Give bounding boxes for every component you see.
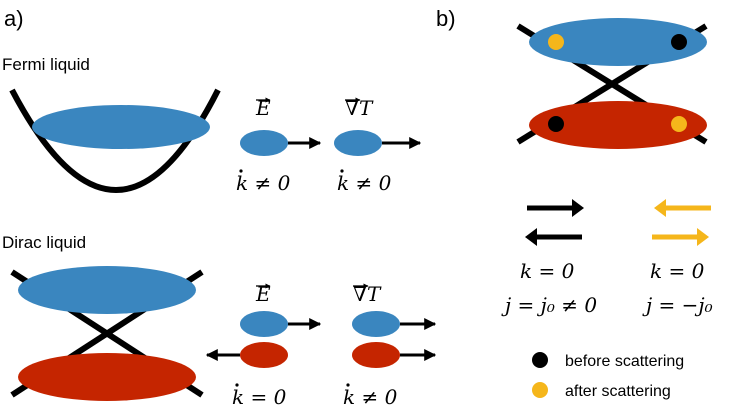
fermi-liquid-title: Fermi liquid [2,55,90,74]
time-derivative-dot [239,169,243,173]
panel-b-label: b) [436,6,456,31]
dirac-gradient-electron-pocket [352,311,400,337]
dirac-gradient-column: ∇T k ≠ 0 [343,282,437,409]
panel-a-label: a) [4,6,24,31]
time-derivative-dot [235,383,239,387]
legend-before-label: before scattering [565,353,684,370]
before-momentum-label: k = 0 [520,259,575,283]
left-pointing-arrow-head [525,228,537,246]
fermi-electron-band [32,105,210,149]
electron-after-scattering-dot [548,34,564,50]
after-momentum-label: k = 0 [650,259,705,283]
legend-after-dot [532,382,548,398]
right-pointing-arrow-head [697,228,709,246]
dirac-gradient-hole-pocket [352,342,400,368]
legend-after-label: after scattering [565,383,671,400]
before-scattering-group: k = 0 j = j₀ ≠ 0 [501,199,597,317]
fermi-gradient-electron-pocket [334,130,382,156]
dirac-e-field-column: E k = 0 [205,282,322,409]
time-derivative-dot [340,169,344,173]
fermi-gradient-condition: k ≠ 0 [337,171,392,195]
legend-before-dot [532,352,548,368]
after-current-label: j = −j₀ [642,293,713,317]
dirac-liquid-title: Dirac liquid [2,233,86,252]
dirac-e-condition: k = 0 [232,385,287,409]
hole-after-scattering-dot [671,116,687,132]
fermi-gradient-column: ∇T k ≠ 0 [334,96,422,195]
dirac-gradient-condition: k ≠ 0 [343,385,398,409]
dirac-hole-band [18,353,196,401]
dirac-electron-band [18,266,196,314]
fermi-e-field-column: E k ≠ 0 [236,96,322,195]
after-scattering-group: k = 0 j = −j₀ [642,199,713,317]
dirac-e-hole-pocket [240,342,288,368]
scattering-hole-band [529,101,707,149]
hole-before-scattering-dot [548,116,564,132]
fermi-e-electron-pocket [240,130,288,156]
dirac-e-electron-pocket [240,311,288,337]
scattering-electron-band [529,18,707,66]
fermi-e-condition: k ≠ 0 [236,171,291,195]
legend: before scattering after scattering [532,352,684,400]
right-pointing-arrow-head [572,199,584,217]
time-derivative-dot [346,383,350,387]
before-current-label: j = j₀ ≠ 0 [501,293,597,317]
left-pointing-arrow-head [654,199,666,217]
electron-before-scattering-dot [671,34,687,50]
